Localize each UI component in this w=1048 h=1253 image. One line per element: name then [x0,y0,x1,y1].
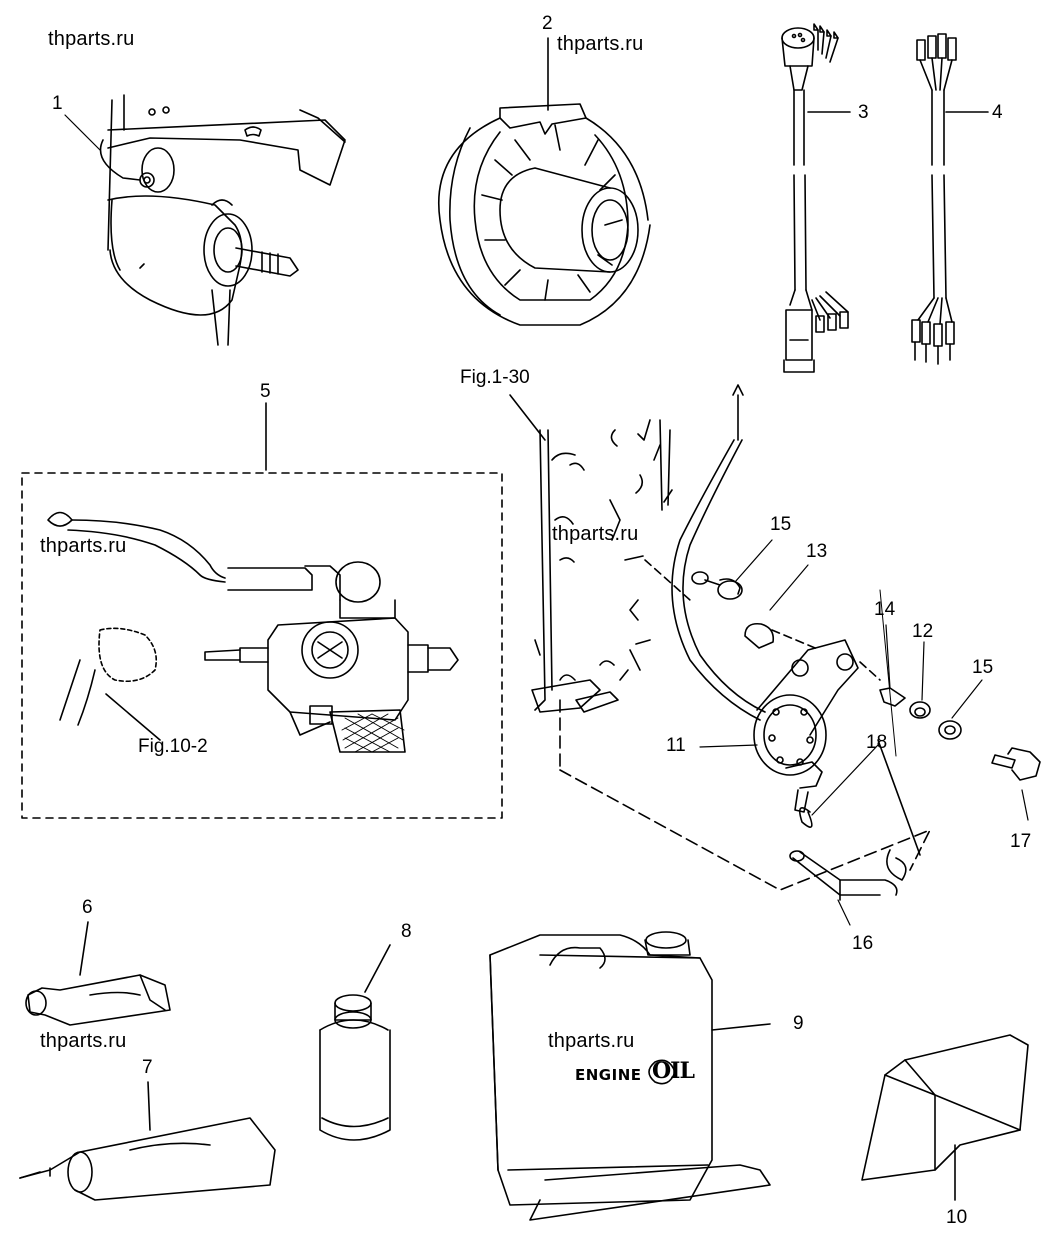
watermark-text: thparts.ru [40,1030,127,1052]
callout-13: 13 [806,541,828,562]
callout-3: 3 [858,102,869,123]
callout-10: 10 [946,1207,968,1228]
callout-16: 16 [852,933,874,954]
callout-4: 4 [992,102,1003,123]
watermark-text: thparts.ru [548,1030,635,1052]
callout-8: 8 [401,921,412,942]
watermark-text: thparts.ru [557,33,644,55]
engine-block-reference [510,395,690,712]
callout-17: 17 [1010,831,1032,852]
oil-jug-label-oil: OIL [652,1058,695,1084]
leader-lines [700,540,1028,925]
figure-reference-10-2: Fig.10-2 [138,736,208,757]
watermark-text: thparts.ru [48,28,135,50]
part-1-gearcase [101,95,346,345]
part-9-oil-jug [490,932,770,1220]
callout-1: 1 [52,93,63,114]
callout-18: 18 [866,732,888,753]
watermark-text: thparts.ru [552,523,639,545]
part-3-harness [782,24,850,372]
part-2-flywheel [439,38,650,325]
part-6-tube [26,922,170,1025]
callout-7: 7 [142,1057,153,1078]
watermark-text: thparts.ru [40,535,127,557]
figure-reference-1-30: Fig.1-30 [460,367,530,388]
callout-15a: 15 [770,514,792,535]
part-10-cloth [862,1035,1028,1200]
part-7-tube [20,1082,275,1200]
callout-5: 5 [260,381,271,402]
part-8-can [320,945,390,1140]
part-5-group [22,403,502,818]
callout-11: 11 [666,735,686,756]
callout-14: 14 [874,599,896,620]
callout-9: 9 [793,1013,804,1034]
callout-6: 6 [82,897,93,918]
callout-12: 12 [912,621,934,642]
top-leader-lines [65,115,100,150]
oil-jug-label-engine: ENGINE [575,1066,642,1084]
part-11-fuel-pump [560,385,1040,900]
part-4-harness [912,34,988,364]
callout-2: 2 [542,13,553,34]
callout-15b: 15 [972,657,994,678]
